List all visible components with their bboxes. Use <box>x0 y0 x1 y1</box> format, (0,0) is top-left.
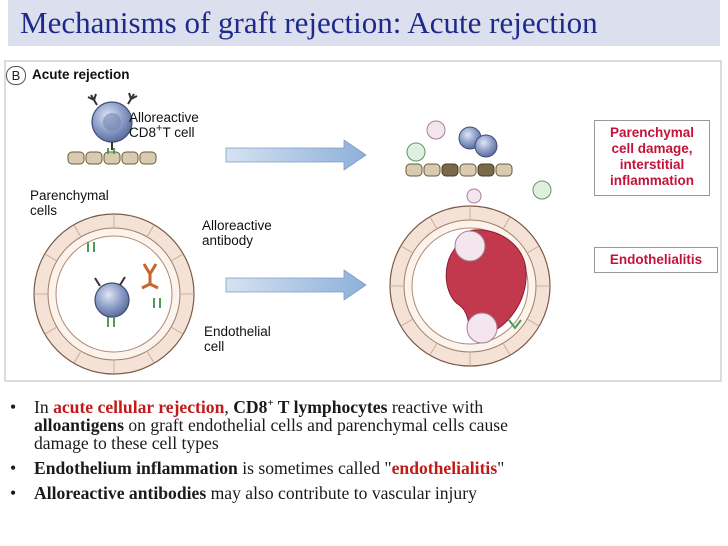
bullet-list: • In acute cellular rejection, CD8+ T ly… <box>8 398 720 509</box>
bullet-1-text-a: In <box>34 397 54 417</box>
label-endothelial-line-2: cell <box>204 339 225 354</box>
term-acute-cellular-rejection: acute cellular rejection <box>53 397 225 417</box>
antibody-icon <box>141 263 159 290</box>
panel-title: Acute rejection <box>32 67 130 82</box>
effect-parenchymal-line-4: inflammation <box>609 173 694 188</box>
vessel-right <box>389 205 551 367</box>
effect-parenchymal-line-3: interstitial <box>619 157 685 172</box>
arrow-top <box>225 139 367 171</box>
bullet-3-text-a: may also contribute to vascular injury <box>206 483 477 503</box>
label-endothelial-line-1: Endothelial <box>204 324 271 339</box>
bullet-1-text-d: on graft endothelial cells and parenchym… <box>123 415 508 435</box>
figure-illustration <box>4 60 722 382</box>
bullet-2-text-a: is sometimes called " <box>237 458 392 478</box>
term-cd8-sup: + <box>267 397 274 410</box>
bullet-2-text-b: " <box>497 458 505 478</box>
label-t-cell: T cell <box>162 125 195 140</box>
bullet-1-text-b: , <box>224 397 234 417</box>
label-parenchymal-cells: Parenchymal cells <box>30 188 109 218</box>
bullet-item-1: • In acute cellular rejection, CD8+ T ly… <box>8 398 720 452</box>
vessel-left <box>33 213 195 375</box>
bullet-item-3: • Alloreactive antibodies may also contr… <box>8 484 720 502</box>
acute-rejection-figure: B Acute rejection Alloreactive CD8+T cel… <box>4 60 722 382</box>
title-bar: Mechanisms of graft rejection: Acute rej… <box>8 0 720 46</box>
label-alloreactive-t-cell-line-2: CD8+T cell <box>129 122 199 140</box>
bullet-1-text-c: reactive with <box>387 397 484 417</box>
panel-letter: B <box>6 66 26 85</box>
bullet-marker-3: • <box>10 483 17 503</box>
bullet-marker-1: • <box>10 397 17 417</box>
figure-frame <box>4 60 722 382</box>
term-endothelialitis: endothelialitis <box>391 458 498 478</box>
slide-title: Mechanisms of graft rejection: Acute rej… <box>20 5 598 40</box>
label-cd8: CD8 <box>129 125 157 140</box>
term-t-lymphocytes: T lymphocytes <box>273 397 388 417</box>
term-endothelium-inflammation: Endothelium inflammation <box>34 458 238 478</box>
term-cd8: CD8 <box>233 397 268 417</box>
label-alloreactive-t-cell: Alloreactive CD8+T cell <box>129 110 199 140</box>
effect-parenchymal-line-2: cell damage, <box>611 141 693 156</box>
label-parenchymal-line-2: cells <box>30 203 58 218</box>
arrow-bottom <box>225 269 367 301</box>
term-alloreactive-antibodies: Alloreactive antibodies <box>34 483 207 503</box>
bullet-item-2: • Endothelium inflammation is sometimes … <box>8 459 720 477</box>
label-antibody-line-2: antibody <box>202 233 254 248</box>
t-cell-in-vessel <box>94 276 130 327</box>
effect-endothelialitis: Endothelialitis <box>594 247 718 273</box>
label-cd8-sup: + <box>156 122 163 135</box>
label-parenchymal-line-1: Parenchymal <box>30 188 109 203</box>
label-antibody-line-1: Alloreactive <box>202 218 272 233</box>
bullet-1-text-e: damage to these cell types <box>34 433 219 453</box>
label-alloreactive-t-cell-line-1: Alloreactive <box>129 110 199 125</box>
bullet-marker-2: • <box>10 458 17 478</box>
label-alloreactive-antibody: Alloreactive antibody <box>202 218 272 248</box>
damaged-parenchyma <box>405 120 552 204</box>
term-alloantigens: alloantigens <box>34 415 124 435</box>
parenchymal-cells-row <box>67 148 157 165</box>
effect-parenchymal-line-1: Parenchymal <box>609 125 695 140</box>
label-endothelial-cell: Endothelial cell <box>204 324 271 354</box>
effect-parenchymal-damage: Parenchymal cell damage, interstitial in… <box>594 120 710 196</box>
t-cell-icon <box>87 92 138 150</box>
